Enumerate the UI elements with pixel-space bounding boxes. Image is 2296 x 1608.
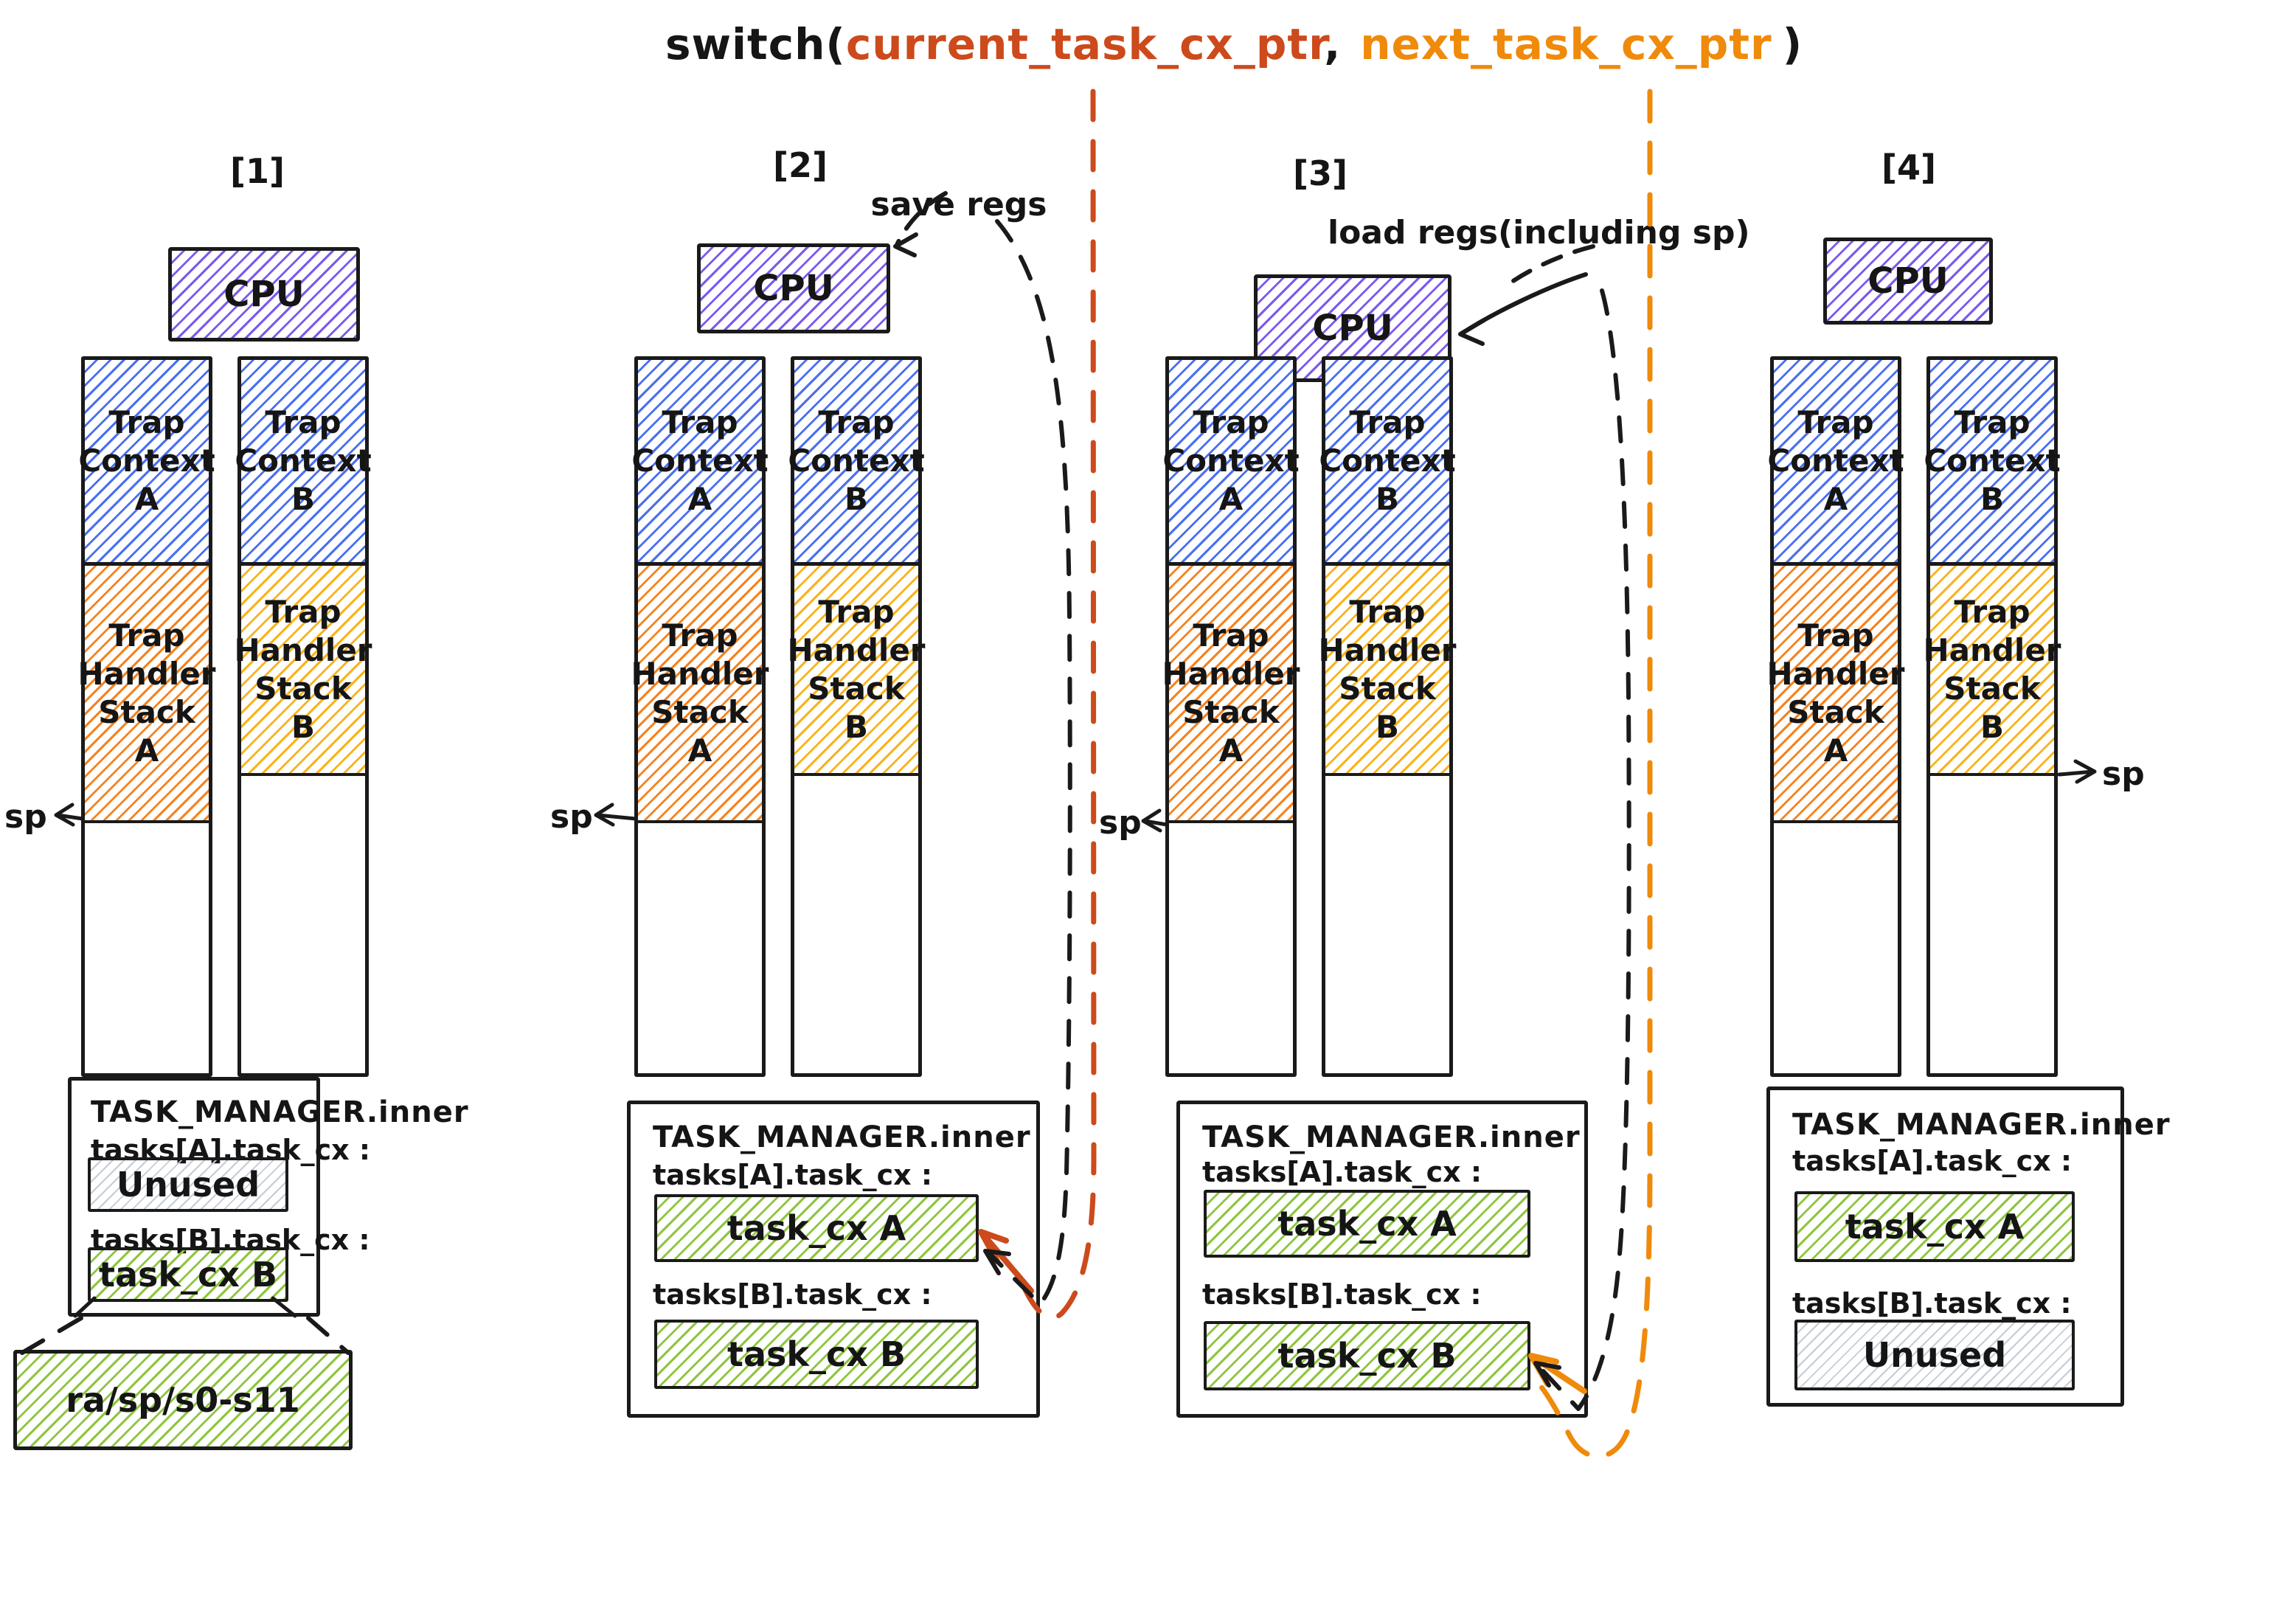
- kernel-stack-a: Trap Context A Trap Handler Stack A: [631, 356, 769, 1077]
- save-regs-cpu-arrowhead: [893, 232, 918, 257]
- task-manager-box: TASK_MANAGER.inner tasks[A].task_cx : ta…: [1176, 1101, 1588, 1418]
- cpu-label: CPU: [223, 274, 305, 315]
- trap-handler-stack-b: Trap Handler Stack B: [1923, 566, 2061, 776]
- cpu-box: CPU: [697, 243, 890, 333]
- cpu-label: CPU: [1867, 260, 1949, 302]
- tasks-a-slot: Unused: [88, 1157, 288, 1212]
- tasks-a-slot: task_cx A: [1794, 1191, 2075, 1262]
- task-manager-title: TASK_MANAGER.inner: [653, 1120, 1031, 1154]
- trap-handler-stack-b: Trap Handler Stack B: [787, 566, 926, 776]
- tasks-a-label: tasks[A].task_cx :: [1202, 1156, 1482, 1188]
- tasks-b-label: tasks[B].task_cx :: [1792, 1287, 2072, 1320]
- tasks-b-slot: Unused: [1794, 1320, 2075, 1390]
- trap-context-a: Trap Context A: [78, 360, 215, 566]
- trap-handler-stack-b: Trap Handler Stack B: [1318, 566, 1457, 776]
- tasks-a-label: tasks[A].task_cx :: [1792, 1145, 2073, 1177]
- detail-connector-left: [20, 1316, 83, 1355]
- tasks-b-label: tasks[B].task_cx :: [653, 1278, 932, 1311]
- load-regs-cpu-arrowhead: [1458, 318, 1486, 346]
- trap-context-b: Trap Context B: [788, 360, 925, 566]
- task-manager-box: TASK_MANAGER.inner tasks[A].task_cx : Un…: [68, 1077, 468, 1317]
- trap-context-b: Trap Context B: [235, 360, 372, 566]
- cpu-box: CPU: [168, 247, 360, 342]
- tasks-b-slot: task_cx B: [1204, 1321, 1530, 1390]
- sp-pointer-label: sp: [1099, 804, 1142, 842]
- trap-context-a: Trap Context A: [1162, 360, 1300, 566]
- title-prefix: switch(: [665, 19, 846, 69]
- task-manager-title: TASK_MANAGER.inner: [1202, 1120, 1581, 1154]
- trap-handler-stack-a: Trap Handler Stack A: [631, 566, 769, 823]
- trap-handler-stack-a: Trap Handler Stack A: [1766, 566, 1905, 823]
- task-cx-registers-detail: ra/sp/s0-s11: [13, 1350, 353, 1450]
- kernel-stack-b: Trap Context B Trap Handler Stack B: [1318, 356, 1457, 1077]
- panel-number: [3]: [1292, 153, 1348, 193]
- sp-arrow-panel-3: [1141, 808, 1169, 833]
- cpu-label: CPU: [1312, 308, 1393, 349]
- load-regs-cpu-arrow: [1460, 272, 1588, 336]
- tasks-a-label: tasks[A].task_cx :: [653, 1159, 933, 1191]
- kernel-stack-a: Trap Context A Trap Handler Stack A: [1766, 356, 1905, 1077]
- sp-pointer-label: sp: [550, 798, 593, 836]
- cpu-box: CPU: [1823, 238, 1993, 325]
- task-manager-box: TASK_MANAGER.inner tasks[A].task_cx : ta…: [1766, 1087, 2170, 1407]
- kernel-stack-b: Trap Context B Trap Handler Stack B: [234, 356, 372, 1077]
- trap-handler-stack-b: Trap Handler Stack B: [234, 566, 372, 776]
- trap-context-a: Trap Context A: [1767, 360, 1904, 566]
- detail-connector-right: [306, 1316, 350, 1355]
- panel-number: [2]: [772, 145, 828, 185]
- title-suffix: ): [1782, 19, 1803, 69]
- cpu-label: CPU: [753, 268, 834, 309]
- sp-arrow-panel-1: [54, 803, 85, 827]
- kernel-stack-b: Trap Context B Trap Handler Stack B: [787, 356, 926, 1077]
- load-regs-cpu-dash: [1510, 244, 1595, 284]
- tasks-b-slot: task_cx B: [88, 1247, 288, 1302]
- panel-number: [4]: [1881, 148, 1937, 187]
- kernel-stack-a: Trap Context A Trap Handler Stack A: [77, 356, 216, 1077]
- title-current-ptr: current_task_cx_ptr: [845, 19, 1325, 69]
- switch-call-title: switch(current_task_cx_ptr, next_task_cx_…: [665, 19, 1803, 69]
- save-regs-label: save regs: [870, 186, 1047, 223]
- sp-arrow-panel-2: [594, 803, 638, 827]
- tasks-a-slot: task_cx A: [654, 1194, 979, 1262]
- tasks-b-label: tasks[B].task_cx :: [1202, 1278, 1482, 1311]
- title-next-ptr: next_task_cx_ptr: [1360, 19, 1772, 69]
- title-separator: ,: [1324, 19, 1342, 69]
- trap-context-b: Trap Context B: [1319, 360, 1456, 566]
- trap-context-b: Trap Context B: [1924, 360, 2061, 566]
- load-regs-label: load regs(including sp): [1328, 214, 1750, 252]
- tasks-b-slot: task_cx B: [654, 1320, 979, 1389]
- trap-handler-stack-a: Trap Handler Stack A: [1162, 566, 1300, 823]
- task-manager-title: TASK_MANAGER.inner: [1792, 1108, 2171, 1142]
- trap-context-a: Trap Context A: [631, 360, 769, 566]
- sp-arrow-panel-4: [2057, 759, 2097, 784]
- sp-pointer-label: sp: [2102, 755, 2145, 793]
- panel-number: [1]: [229, 151, 285, 191]
- kernel-stack-a: Trap Context A Trap Handler Stack A: [1162, 356, 1300, 1077]
- trap-handler-stack-a: Trap Handler Stack A: [77, 566, 216, 823]
- task-manager-box: TASK_MANAGER.inner tasks[A].task_cx : ta…: [627, 1101, 1040, 1418]
- task-manager-title: TASK_MANAGER.inner: [91, 1095, 469, 1129]
- sp-pointer-label: sp: [4, 798, 47, 836]
- tasks-a-slot: task_cx A: [1204, 1190, 1530, 1258]
- kernel-stack-b: Trap Context B Trap Handler Stack B: [1923, 356, 2061, 1077]
